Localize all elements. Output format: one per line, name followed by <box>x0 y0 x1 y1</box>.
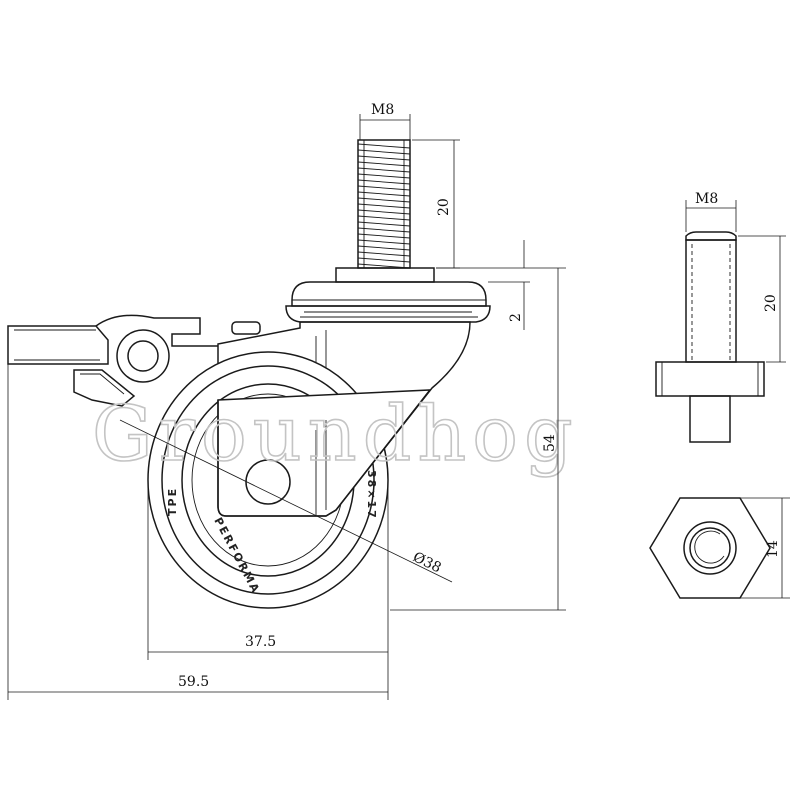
dim-wheel-diameter: Ø38 <box>410 549 443 576</box>
dim-stem-length-side: 20 <box>763 294 779 312</box>
dim-thread-side: M8 <box>695 191 718 207</box>
dim-thread-main: M8 <box>371 102 394 118</box>
dim-overall-height: 54 <box>542 434 558 452</box>
wheel <box>147 351 432 609</box>
threaded-stem <box>357 139 411 269</box>
top-plate <box>291 281 487 307</box>
stem-collar <box>335 267 435 283</box>
tire-size-text: 38×17 <box>365 470 378 520</box>
dim-hex-across-flats: 14 <box>765 540 781 558</box>
stem-detail-view <box>655 231 765 443</box>
dim-stem-length-main: 20 <box>436 198 452 216</box>
watermark: Groundhog <box>92 389 579 478</box>
caster-side-view: PERFORMA TPE 38×17 <box>7 139 491 609</box>
hex-nut-view: 14 <box>649 497 790 599</box>
dim-plate-thickness: 2 <box>508 313 524 322</box>
brake-lever <box>7 314 261 407</box>
raceway <box>285 305 491 323</box>
stem-detail-dimensions: M8 20 <box>685 191 786 363</box>
tire-material-text: TPE <box>166 487 179 516</box>
dim-offset-width: 37.5 <box>245 634 276 650</box>
dim-overall-width: 59.5 <box>178 674 209 690</box>
